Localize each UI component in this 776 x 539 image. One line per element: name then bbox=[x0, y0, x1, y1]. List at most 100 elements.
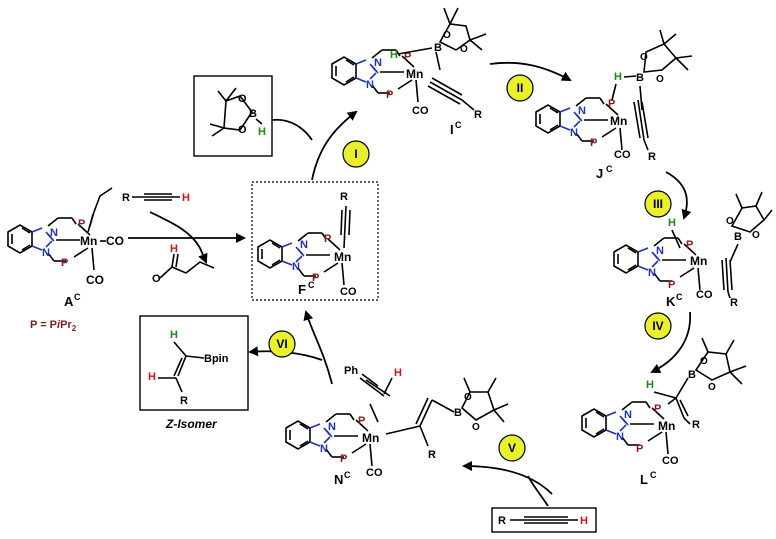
z-isomer-product: H Bpin H R Z-Isomer bbox=[139, 315, 249, 431]
atom-n: N bbox=[320, 443, 328, 455]
atom-h-green: H bbox=[170, 329, 178, 341]
complex-L: N N P P H Mn CO R B O O L C bbox=[581, 337, 747, 487]
legend-p-pr: Pr bbox=[60, 319, 72, 331]
ligand-co: CO bbox=[662, 455, 679, 467]
atom-p: P bbox=[78, 218, 85, 230]
atom-n: N bbox=[578, 105, 586, 117]
atom-o: O bbox=[460, 44, 468, 55]
atom-n: N bbox=[616, 431, 624, 443]
legend-p-i: i bbox=[57, 319, 61, 331]
atom-mn: Mn bbox=[334, 250, 351, 264]
ligand-co: CO bbox=[366, 467, 383, 479]
label-K: K bbox=[666, 294, 676, 309]
complex-N: N N P P Mn CO Ph H R B O O N C bbox=[285, 365, 509, 487]
step-label-4: IV bbox=[652, 319, 663, 333]
atom-r: R bbox=[122, 192, 130, 204]
atom-p: P bbox=[636, 443, 643, 455]
step-label-2: II bbox=[517, 81, 524, 95]
atom-o: O bbox=[472, 422, 480, 433]
atom-b: B bbox=[454, 407, 462, 419]
step-label-3: III bbox=[653, 197, 663, 211]
arrow-step-6 bbox=[303, 310, 333, 385]
atom-o: O bbox=[640, 52, 648, 63]
label-F-sup: C bbox=[308, 280, 315, 290]
atom-p: P bbox=[312, 272, 319, 284]
step-badge-4 bbox=[644, 312, 672, 340]
label-J: J bbox=[596, 166, 603, 181]
atom-mn: Mn bbox=[610, 114, 627, 128]
atom-p: P bbox=[668, 279, 675, 291]
atom-p: P bbox=[404, 51, 411, 63]
label-I-sup: C bbox=[455, 120, 462, 130]
arrow-aldehyde-out bbox=[149, 211, 208, 264]
atom-o: O bbox=[726, 216, 734, 227]
alkyne-reagent-box: R H bbox=[491, 507, 597, 533]
step-label-5: V bbox=[508, 441, 516, 455]
atom-n: N bbox=[50, 227, 58, 239]
atom-p: P bbox=[340, 453, 347, 465]
ligand-co: CO bbox=[412, 105, 429, 117]
complex-K: N N P P H Mn CO B O O R K C bbox=[613, 191, 773, 309]
atom-p: P bbox=[324, 233, 331, 245]
arrow-step-2 bbox=[489, 61, 572, 81]
ligand-co: CO bbox=[340, 286, 357, 298]
atom-h-green: H bbox=[646, 379, 654, 391]
atom-p: P bbox=[590, 137, 597, 149]
atom-p: P bbox=[686, 239, 693, 251]
atom-r: R bbox=[340, 191, 348, 203]
alkyne-reagent-top: R H bbox=[122, 192, 190, 204]
label-N-sup: C bbox=[344, 470, 351, 480]
atom-n: N bbox=[292, 261, 300, 273]
label-N: N bbox=[334, 472, 343, 487]
svg-text:P = PiPr2: P = PiPr2 bbox=[30, 319, 77, 333]
atom-o: O bbox=[152, 273, 161, 285]
atom-n: N bbox=[42, 247, 50, 259]
atom-o: O bbox=[238, 93, 247, 105]
atom-n: N bbox=[624, 409, 632, 421]
atom-r: R bbox=[692, 419, 700, 431]
atom-p: P bbox=[358, 415, 365, 427]
label-F: F bbox=[298, 282, 306, 297]
atom-h-green: H bbox=[390, 49, 398, 61]
legend-p-sub: 2 bbox=[72, 324, 77, 333]
atom-o: O bbox=[656, 74, 664, 85]
step-badge-1 bbox=[342, 140, 370, 168]
atom-h-red: H bbox=[394, 367, 402, 379]
atom-p: P bbox=[654, 403, 661, 415]
arrow-alkyne-in bbox=[527, 475, 549, 507]
label-A-sup: C bbox=[74, 292, 81, 302]
complex-F: N N P P Mn CO R F C bbox=[251, 181, 379, 301]
atom-h-green: H bbox=[668, 217, 676, 229]
atom-h-red: H bbox=[148, 371, 156, 383]
atom-n: N bbox=[366, 79, 374, 91]
atom-o: O bbox=[443, 30, 451, 41]
legend-p-def: P = P bbox=[30, 319, 57, 331]
atom-ph: Ph bbox=[344, 365, 358, 377]
step-label-1: I bbox=[354, 147, 357, 161]
phosphine-legend: P = PiPr2 bbox=[30, 319, 77, 333]
step-badge-3 bbox=[644, 190, 672, 218]
atom-b: B bbox=[636, 72, 644, 84]
atom-n: N bbox=[656, 245, 664, 257]
atom-r: R bbox=[428, 449, 436, 461]
atom-mn: Mn bbox=[658, 419, 675, 433]
ligand-co: CO bbox=[696, 289, 713, 301]
atom-h-red: H bbox=[170, 243, 178, 255]
label-K-sup: C bbox=[676, 292, 683, 302]
arrow-step-3 bbox=[665, 171, 692, 220]
step-badge-6 bbox=[268, 330, 296, 358]
atom-o: O bbox=[238, 124, 247, 136]
ligand-co: CO bbox=[614, 149, 631, 161]
complex-I: N N P P H Mn CO B O O R I C bbox=[331, 7, 487, 137]
atom-o: O bbox=[752, 230, 760, 241]
atom-n: N bbox=[374, 57, 382, 69]
atom-h-red: H bbox=[182, 192, 190, 204]
label-L: L bbox=[640, 472, 648, 487]
atom-p: P bbox=[608, 98, 615, 110]
label-L-sup: C bbox=[650, 470, 657, 480]
bpin-group: Bpin bbox=[204, 353, 229, 365]
atom-n: N bbox=[570, 127, 578, 139]
atom-p: P bbox=[61, 257, 68, 269]
complex-A: N N P P Mn CO CO A C bbox=[7, 187, 124, 309]
